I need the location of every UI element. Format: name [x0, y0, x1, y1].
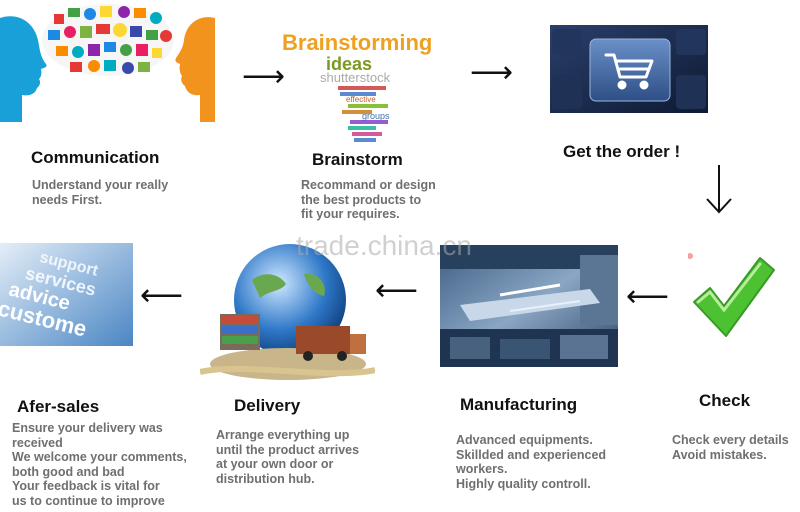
- arrow-right-icon: ⟶: [470, 55, 514, 90]
- step-desc-aftersales: Ensure your delivery was received We wel…: [12, 421, 187, 508]
- delivery-image: [200, 244, 375, 380]
- icon-cloud: [48, 6, 172, 74]
- watermark: trade.china.cn: [296, 230, 472, 261]
- arrow-left-icon: ⟵: [140, 278, 184, 313]
- communication-image: [0, 4, 215, 122]
- step-desc-manufacturing: Advanced equipments. Skillded and experi…: [456, 433, 607, 491]
- checkmark-icon: [688, 253, 775, 337]
- step-title-aftersales: Afer-sales: [17, 397, 100, 416]
- arrow-left-icon: ⟵: [375, 273, 419, 308]
- shopping-cart-icon: [604, 53, 654, 90]
- arrow-left-icon: ⟵: [626, 279, 670, 314]
- brainstorm-cloud-word-main: Brainstorming: [282, 30, 432, 55]
- brainstorm-cloud-word-groups: groups: [362, 111, 390, 121]
- manufacturing-image: [440, 245, 618, 367]
- right-head-silhouette-icon: [175, 17, 215, 122]
- brainstorm-cloud-stock: shutterstock: [320, 70, 391, 85]
- step-title-delivery: Delivery: [234, 396, 301, 415]
- brainstorm-word-cloud: Brainstorming ideas shutterstock effecti…: [282, 30, 432, 142]
- brainstorm-cloud-word-ideas: ideas: [326, 54, 372, 74]
- shopping-keyboard-image: [550, 25, 708, 113]
- step-desc-check: Check every details Avoid mistakes.: [672, 433, 789, 462]
- brainstorm-cloud-word-effective: effective: [346, 95, 376, 104]
- step-desc-brainstorm: Recommand or design the best products to…: [301, 178, 436, 222]
- step-desc-delivery: Arrange everything up until the product …: [216, 428, 360, 486]
- arrow-right-icon: ⟶: [242, 59, 286, 94]
- step-title-manufacturing: Manufacturing: [460, 395, 578, 414]
- step-title-get-order: Get the order !: [563, 142, 681, 161]
- left-head-silhouette-icon: [0, 16, 47, 122]
- step-title-check: Check: [699, 391, 751, 410]
- aftersales-image: support services advice custome: [0, 243, 133, 346]
- step-title-communication: Communication: [31, 148, 160, 167]
- step-title-brainstorm: Brainstorm: [312, 150, 403, 169]
- step-desc-communication: Understand your really needs First.: [32, 178, 169, 207]
- arrow-down-icon: [706, 165, 732, 214]
